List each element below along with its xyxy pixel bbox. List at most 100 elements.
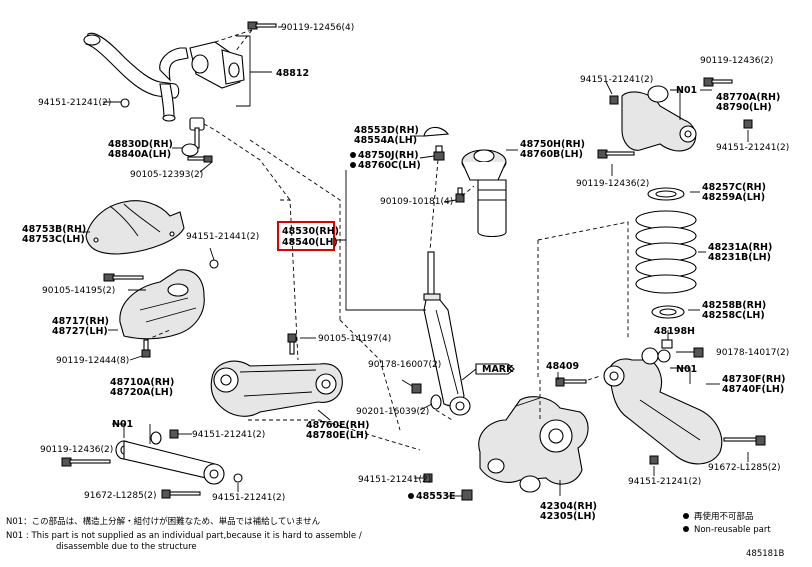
label-mark: MARK <box>482 364 514 375</box>
label-90119-12444: 90119-12444(8) <box>56 356 129 366</box>
bolt-90105-14197 <box>287 333 297 355</box>
label-48750j: 48750J(RH) <box>358 150 419 161</box>
stabilizer-bushing-48812 <box>189 41 245 89</box>
nonreusable-dot-48750j <box>350 152 356 158</box>
bolt-90119-12436-c <box>597 149 635 159</box>
label-n01-a: N01 <box>112 419 133 430</box>
bolt-90119-12436-a <box>61 457 111 467</box>
upper-arm-48770a <box>621 85 697 152</box>
label-48540: 48540(LH) <box>282 237 338 248</box>
label-48760e: 48760E(RH) <box>306 420 370 431</box>
shock-cover-48753b <box>85 200 185 255</box>
label-42304: 42304(RH) <box>540 501 597 512</box>
upper-mount-48750h <box>461 149 507 181</box>
label-48760b: 48760B(LH) <box>520 149 583 160</box>
label-90105-14195: 90105-14195(2) <box>42 286 115 296</box>
note-english-line2: disassemble due to the structure <box>56 542 197 552</box>
label-48730f: 48730F(RH) <box>722 374 786 385</box>
trailing-arm-48760e <box>210 360 343 417</box>
label-48720a: 48720A(LH) <box>110 387 173 398</box>
note-japanese: N01：この部品は、構造上分解・組付けが困難なため、単品では補給していません <box>6 516 321 527</box>
shock-absorber-48530 <box>423 251 471 416</box>
label-91672-l1285-b: 91672-L1285(2) <box>708 463 781 473</box>
label-90105-14197: 90105-14197(4) <box>318 334 391 344</box>
bolt-90109-10181 <box>455 187 465 203</box>
label-48554a: 48554A(LH) <box>354 135 417 146</box>
bolt-48553e <box>461 489 473 501</box>
cap-48553d <box>423 126 450 137</box>
label-48812: 48812 <box>276 68 309 79</box>
dust-boot <box>477 179 507 238</box>
label-48840a: 48840A(LH) <box>108 149 171 160</box>
label-48231a: 48231A(RH) <box>708 242 772 253</box>
label-90105-12393: 90105-12393(2) <box>130 170 203 180</box>
label-90119-12436-a: 90119-12436(2) <box>40 445 113 455</box>
label-48770a: 48770A(RH) <box>716 92 780 103</box>
label-48753b: 48753B(RH) <box>22 224 86 235</box>
label-48553d: 48553D(RH) <box>354 125 419 136</box>
label-48258c: 48258C(LH) <box>702 310 765 321</box>
label-94151-21241-d: 94151-21241(2) <box>358 475 431 485</box>
legend-dot-jp <box>683 513 689 519</box>
legend-not-reusable-jp: 再使用不可部品 <box>694 511 754 522</box>
note-english-line1: N01 : This part is not supplied as an in… <box>6 531 362 541</box>
label-94151-21241-a: 94151-21241(2) <box>38 98 111 108</box>
label-48259a: 48259A(LH) <box>702 192 765 203</box>
label-48753c: 48753C(LH) <box>22 234 85 245</box>
label-48740f: 48740F(LH) <box>722 384 784 395</box>
legend-dot-en <box>683 526 689 532</box>
label-48257c: 48257C(RH) <box>702 182 766 193</box>
label-94151-21241-g: 94151-21241(2) <box>628 477 701 487</box>
label-94151-21241-b: 94151-21241(2) <box>192 430 265 440</box>
label-90119-12456: 90119-12456(4) <box>281 23 354 33</box>
label-48750h: 48750H(RH) <box>520 139 585 150</box>
label-48727: 48727(LH) <box>52 326 108 337</box>
label-48530: 48530(RH) <box>282 226 339 237</box>
label-94151-21441: 94151-21441(2) <box>186 232 259 242</box>
sensor-48409 <box>555 377 587 387</box>
label-94151-21241-e: 94151-21241(2) <box>580 75 653 85</box>
label-90178-14017: 90178-14017(2) <box>716 348 789 358</box>
knuckle-42304 <box>478 396 589 493</box>
label-48258b: 48258B(RH) <box>702 300 766 311</box>
label-n01-c: N01 <box>676 364 697 375</box>
bolt-90119-12436-b <box>703 77 733 87</box>
label-48409: 48409 <box>546 361 579 372</box>
nut-48750j <box>433 145 445 161</box>
coil-spring-48231a <box>635 210 697 294</box>
bracket-48717 <box>119 269 205 340</box>
bolt-91672-l1285-b <box>723 435 766 446</box>
nonreusable-dot-48760c <box>350 162 356 168</box>
nut-94151-g <box>649 455 659 465</box>
label-90178-16007: 90178-16007(2) <box>368 360 441 370</box>
bolt-90119-12456 <box>247 21 277 30</box>
diagram-id: 485181B <box>746 549 784 559</box>
label-48553e: 48553E <box>416 491 456 502</box>
bolt-90178-14017 <box>693 347 704 358</box>
label-90201-16039: 90201-16039(2) <box>356 407 429 417</box>
label-48780e: 48780E(LH) <box>306 430 368 441</box>
label-48760c: 48760C(LH) <box>358 160 421 171</box>
label-90119-12436-b: 90119-12436(2) <box>700 56 773 66</box>
label-48830d: 48830D(RH) <box>108 139 173 150</box>
label-42305: 42305(LH) <box>540 511 596 522</box>
label-94151-21241-c: 94151-21241(2) <box>212 493 285 503</box>
nut-94151-f <box>743 119 753 129</box>
label-90119-12436-c: 90119-12436(2) <box>576 179 649 189</box>
bolt-94151-e <box>609 95 619 105</box>
label-48198h: 48198H <box>654 326 695 337</box>
stabilizer-link-48830d <box>181 117 213 163</box>
label-91672-l1285-a: 91672-L1285(2) <box>84 491 157 501</box>
lower-arm-48730f <box>603 347 723 465</box>
bolt-91672-l1285-a <box>161 489 201 499</box>
label-n01-b: N01 <box>676 85 697 96</box>
label-48231b: 48231B(LH) <box>708 252 771 263</box>
bolt-90119-12444 <box>141 339 151 358</box>
lower-arm-48710a <box>115 424 225 485</box>
label-48717: 48717(RH) <box>52 316 109 327</box>
bumper-48198h <box>661 339 673 349</box>
mark-tag <box>475 363 515 375</box>
bolt-90105-14195 <box>103 273 144 282</box>
